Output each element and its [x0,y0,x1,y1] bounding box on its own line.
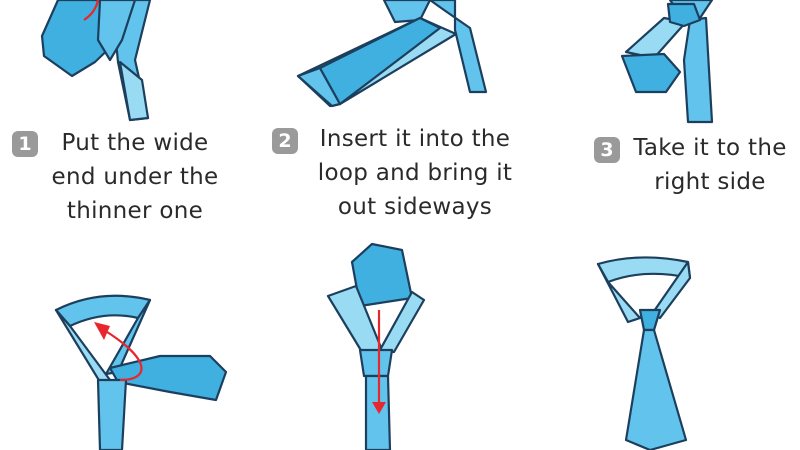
step-4-illustration [54,294,228,450]
step-5-illustration [326,242,426,450]
step-1-caption: Put the wide end under the thinner one [40,126,230,228]
step-2-line-3: out sideways [337,194,493,220]
step-1-line-3: thinner one [66,198,204,224]
step-2-illustration [296,0,488,108]
step-3-line-2: right side [654,169,766,195]
step-1-line-1: Put the wide [61,130,209,156]
step-1-illustration [40,0,152,122]
step-2-line-1: Insert it into the [319,126,511,152]
step-1-line-2: end under the [51,164,219,190]
step-2-badge: 2 [272,128,298,154]
step-2-caption: Insert it into the loop and bring it out… [300,122,530,224]
step-3-line-1: Take it to the [633,135,787,161]
step-3-caption: Take it to the right side [622,131,798,199]
step-3-badge: 3 [594,137,620,163]
step-3-illustration [620,0,714,124]
step-6-illustration [596,256,692,450]
step-2-line-2: loop and bring it [317,160,513,186]
step-1-badge: 1 [12,131,38,157]
